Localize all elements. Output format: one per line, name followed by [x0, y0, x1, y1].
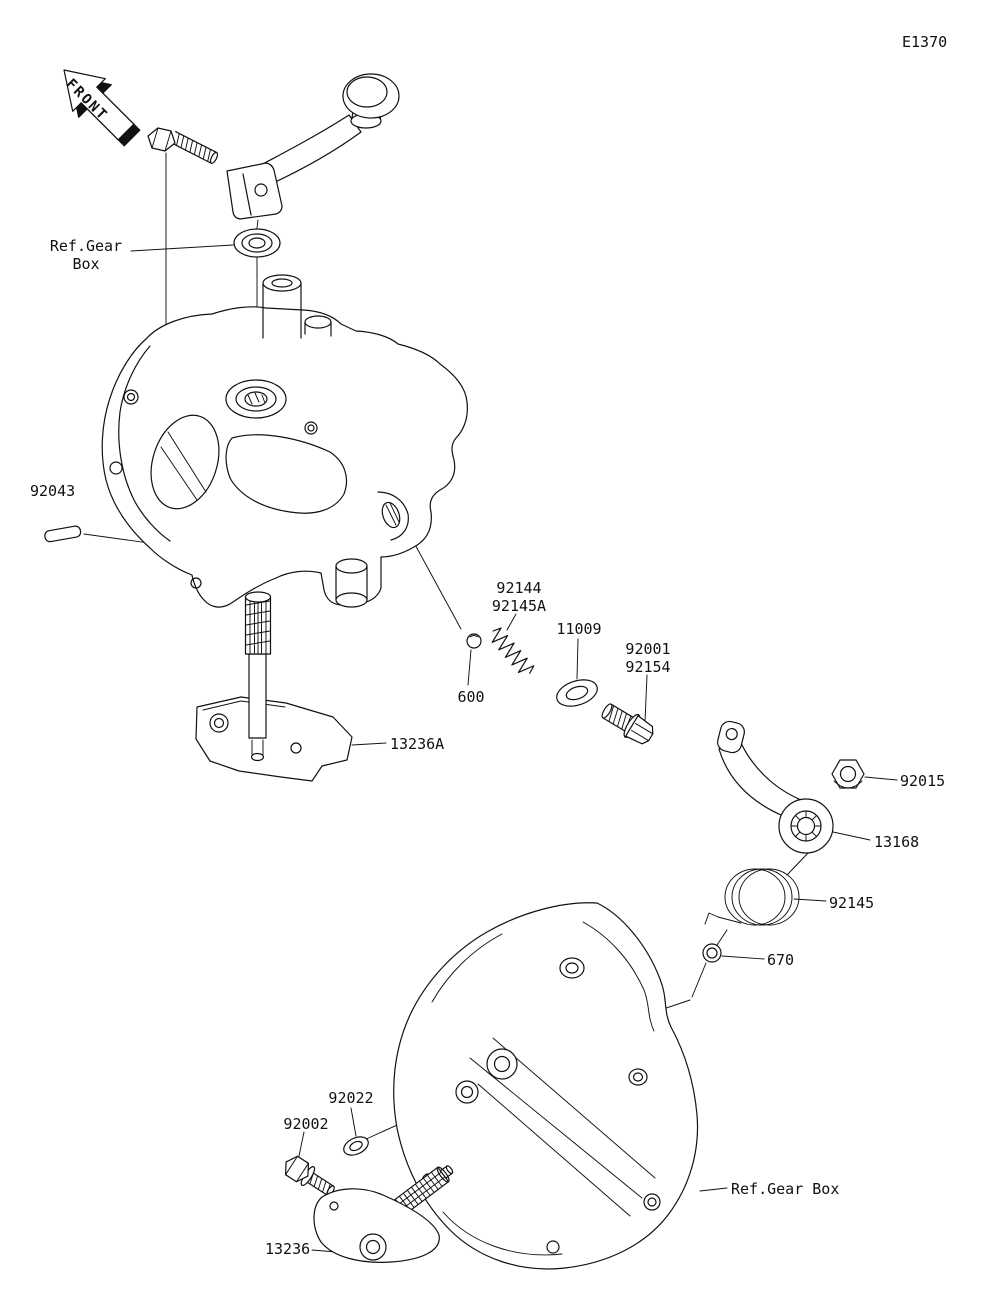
upper-gearbox-housing-drawing	[101, 274, 468, 608]
part-label-13236A: 13236A	[390, 735, 445, 753]
front-arrow-icon	[63, 69, 141, 147]
nut-92015-drawing	[831, 759, 865, 789]
ball-600-drawing	[466, 633, 482, 649]
lever-13168-drawing	[717, 720, 834, 854]
part-label-92015: 92015	[900, 772, 946, 790]
part-label-13168: 13168	[874, 833, 920, 851]
part-label-11009: 11009	[556, 620, 602, 638]
washer-92022-drawing	[343, 1136, 369, 1156]
part-label-92002: 92002	[283, 1115, 329, 1133]
part-label-92145: 92145	[829, 894, 875, 912]
ref-gear-box-label-bottom: Ref.Gear Box	[731, 1180, 840, 1198]
part-label-92154: 92154	[625, 658, 671, 676]
oil-seal-drawing	[233, 228, 281, 258]
torsion-spring-92145-drawing	[704, 852, 809, 926]
clamp-bolt-drawing	[147, 127, 219, 164]
part-label-92145A: 92145A	[491, 597, 547, 615]
part-label-13236: 13236	[265, 1240, 311, 1258]
part-label-600: 600	[457, 688, 485, 706]
part-label-92001: 92001	[625, 640, 671, 658]
ref-gear-box-label-top: Ref.Gear Box	[49, 237, 123, 273]
lever-13236-drawing	[313, 1165, 454, 1263]
part-label-92144: 92144	[496, 579, 542, 597]
pin-92043-drawing	[44, 525, 82, 543]
part-label-92043: 92043	[30, 482, 76, 500]
shift-shaft-13236A-drawing	[195, 591, 353, 782]
lower-gearbox-cover-drawing	[393, 902, 699, 1270]
oring-670-drawing	[702, 943, 722, 963]
shift-pedal-lever-drawing	[226, 73, 400, 220]
diagram-code: E1370	[902, 33, 948, 51]
part-label-92022: 92022	[328, 1089, 374, 1107]
spring-92144-drawing	[491, 627, 535, 674]
washer-11009-drawing	[556, 679, 598, 707]
part-label-670: 670	[767, 951, 795, 969]
plug-92001-drawing	[601, 703, 654, 745]
